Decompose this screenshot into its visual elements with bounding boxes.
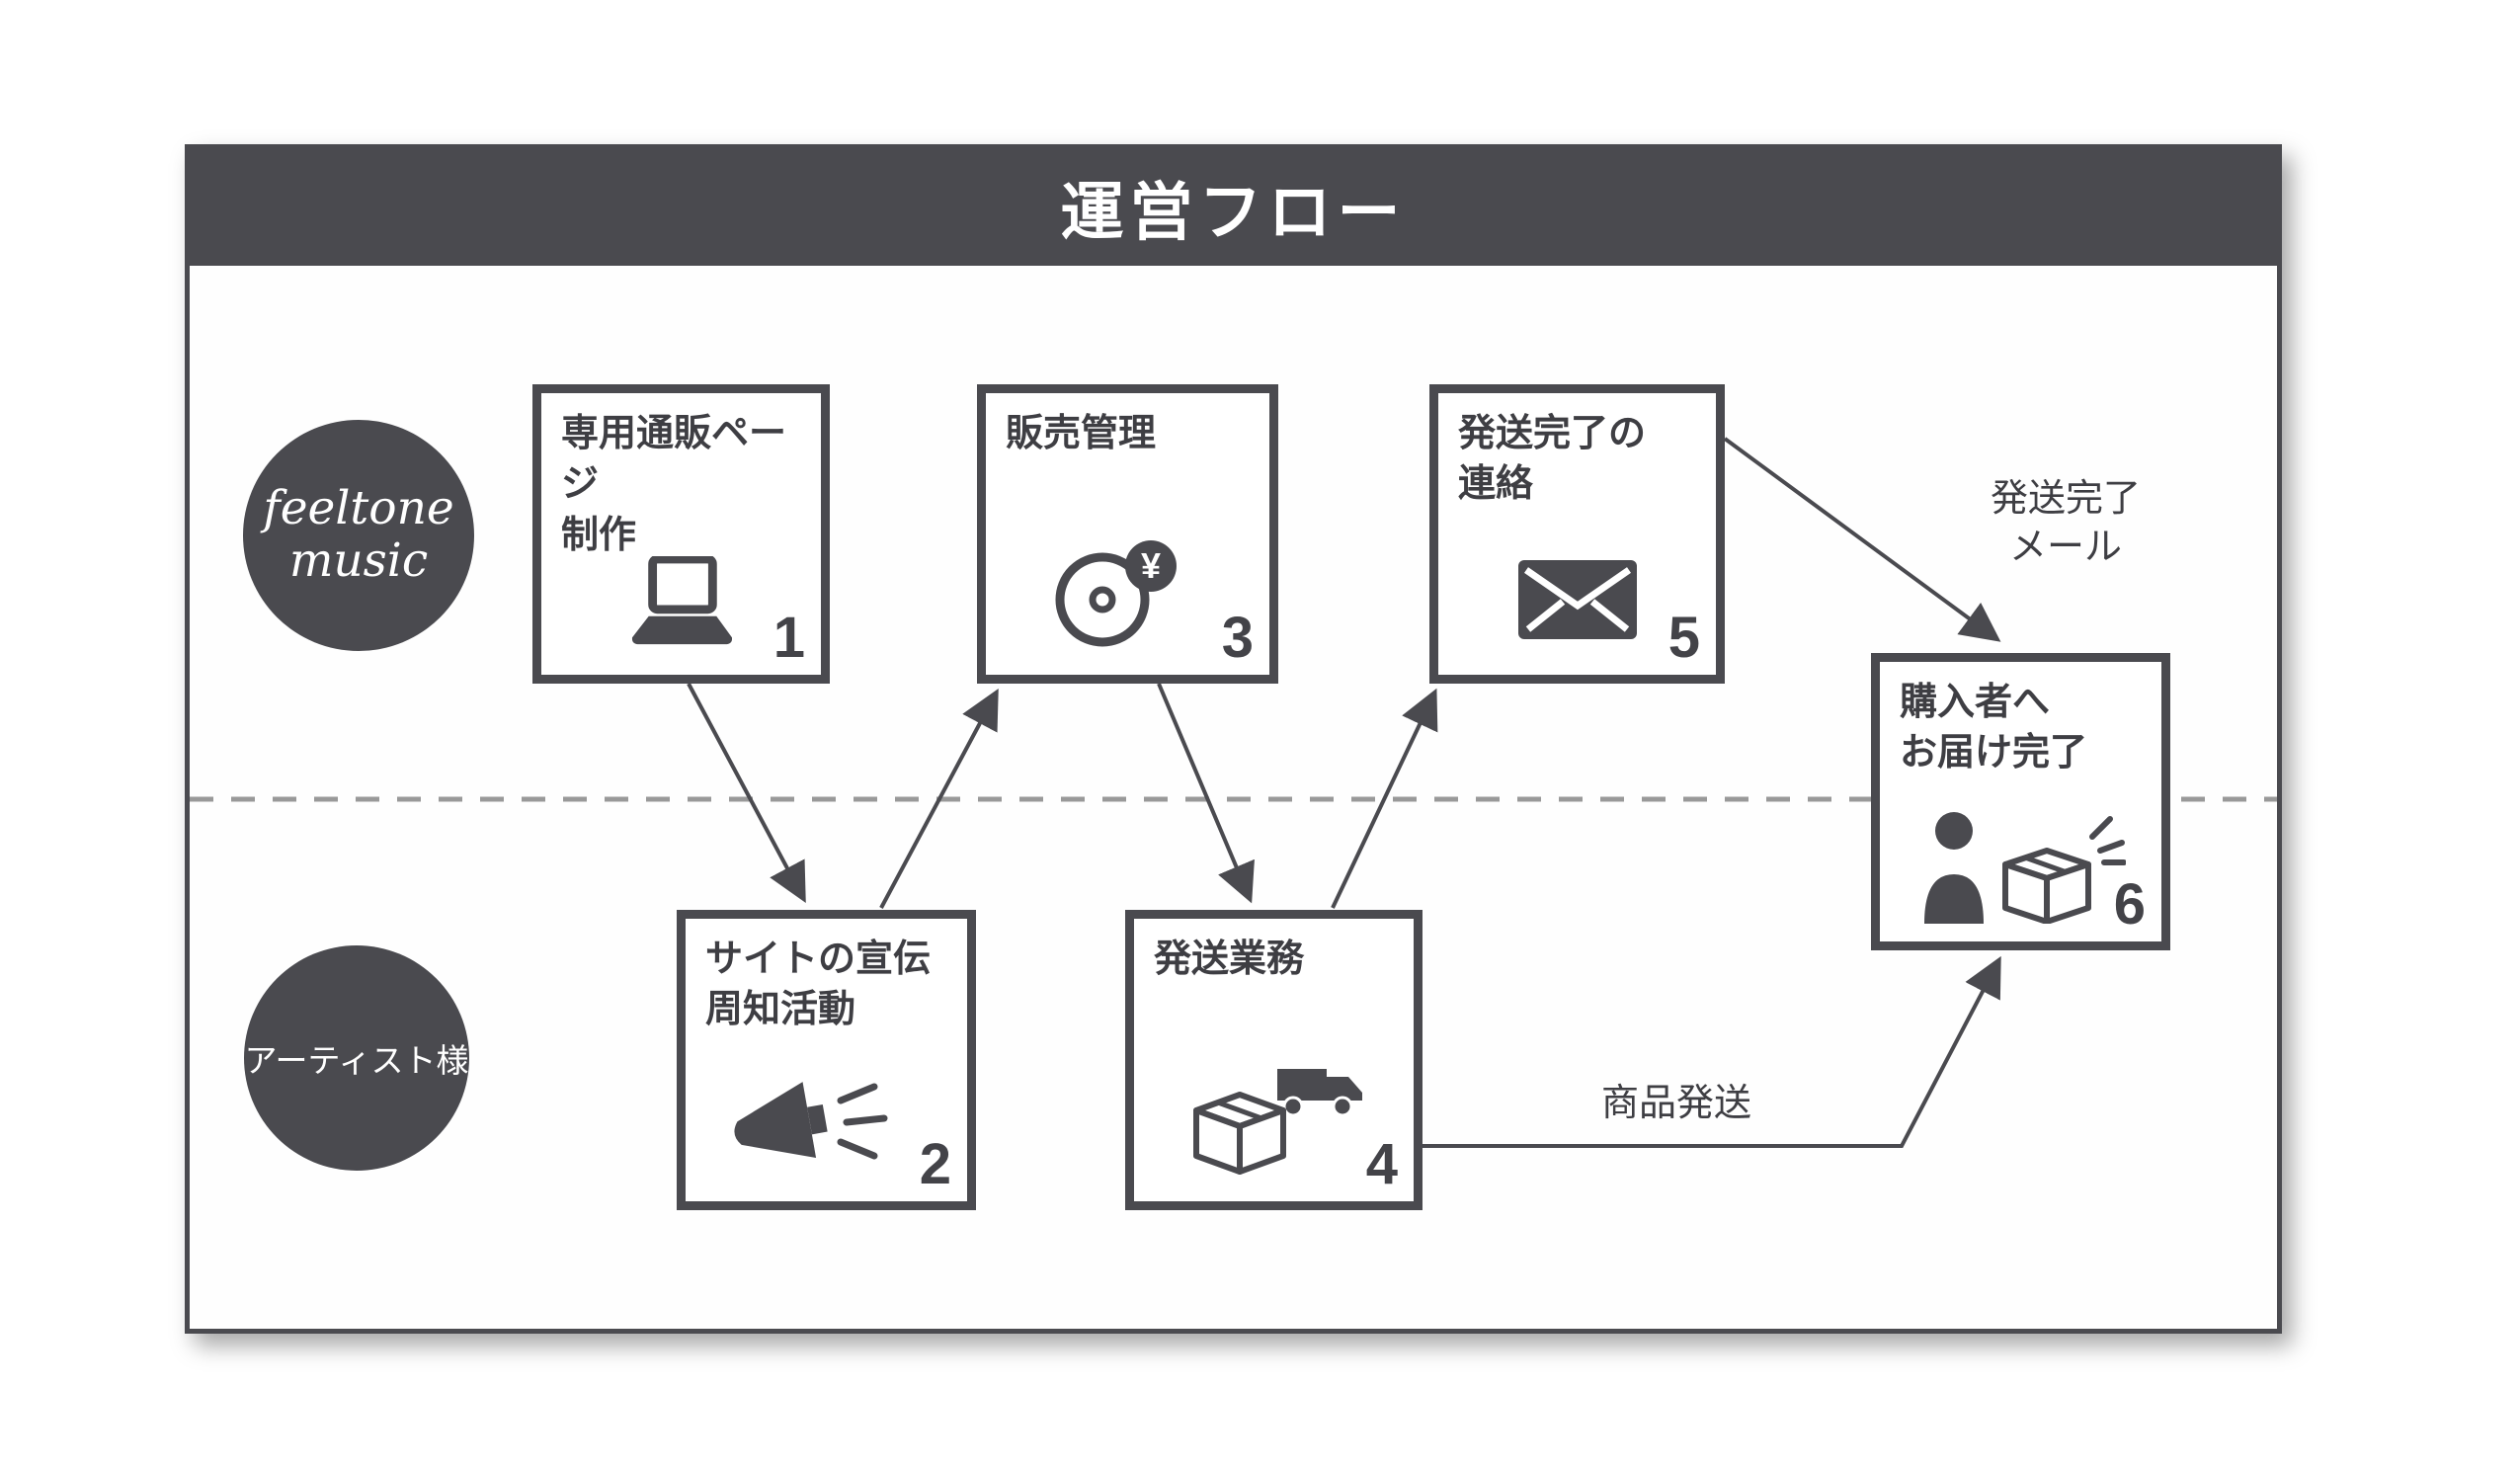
megaphone-icon [734, 1082, 888, 1160]
step-3-label: 販売管理 [1006, 413, 1157, 454]
step-box-6: 購入者へ お届け完了 6 [1871, 653, 2170, 950]
artist-label: アーティスト様 [244, 1042, 469, 1079]
step-2-label: サイトの宣伝 周知活動 [705, 939, 932, 1031]
arrow-2-to-3 [879, 688, 999, 909]
laptop-icon [631, 556, 732, 645]
panel-header: 運営フロー [190, 149, 2277, 266]
arrow-label-shipping-complete-mail: 発送完了 メール [1990, 478, 2141, 569]
step-box-3: 販売管理 ¥ 3 [977, 384, 1278, 684]
step-4-label: 発送業務 [1154, 939, 1305, 980]
step-box-2: サイトの宣伝 周知活動 2 [677, 910, 976, 1210]
flow-arrows [190, 437, 2277, 1148]
svg-text:¥: ¥ [1141, 545, 1161, 586]
step-4-number: 4 [1365, 1132, 1398, 1196]
arrow-label-product-shipping: 商品発送 [1600, 1083, 1751, 1124]
step-5-number: 5 [1667, 606, 1700, 670]
delivery-person-box-icon [1923, 812, 2126, 924]
arrow-4-to-5 [1331, 688, 1438, 909]
step-box-1: 専用通販ページ 制作 1 [532, 384, 830, 684]
step-1-number: 1 [772, 606, 805, 670]
arrow-3-to-4 [1157, 683, 1255, 904]
step-5-label: 発送完了の 連絡 [1458, 413, 1647, 506]
cd-yen-icon: ¥ [1055, 540, 1178, 647]
arrow-5-to-6 [1723, 437, 2001, 642]
step-3-number: 3 [1221, 606, 1254, 670]
lane-feeltone-badge: feeltone music [243, 420, 474, 651]
flow-panel: 運営フロー feeltone music アーティスト様 [185, 144, 2282, 1334]
shipping-box-truck-icon [1192, 1069, 1362, 1175]
lane-artist-badge: アーティスト様 [244, 945, 469, 1171]
arrow-4-to-6 [1423, 955, 2001, 1148]
feeltone-logo-line2: music [288, 533, 429, 588]
envelope-icon [1517, 560, 1637, 639]
step-6-number: 6 [2113, 872, 2146, 937]
step-6-label: 購入者へ お届け完了 [1900, 682, 2088, 775]
step-box-4: 発送業務 4 [1125, 910, 1423, 1210]
step-2-number: 2 [919, 1132, 951, 1196]
arrow-1-to-2 [687, 683, 806, 904]
feeltone-logo-line1: feeltone [263, 481, 454, 536]
step-1-label: 専用通販ページ 制作 [561, 413, 787, 556]
step-box-5: 発送完了の 連絡 5 [1429, 384, 1725, 684]
page-title: 運営フロー [1060, 177, 1407, 248]
